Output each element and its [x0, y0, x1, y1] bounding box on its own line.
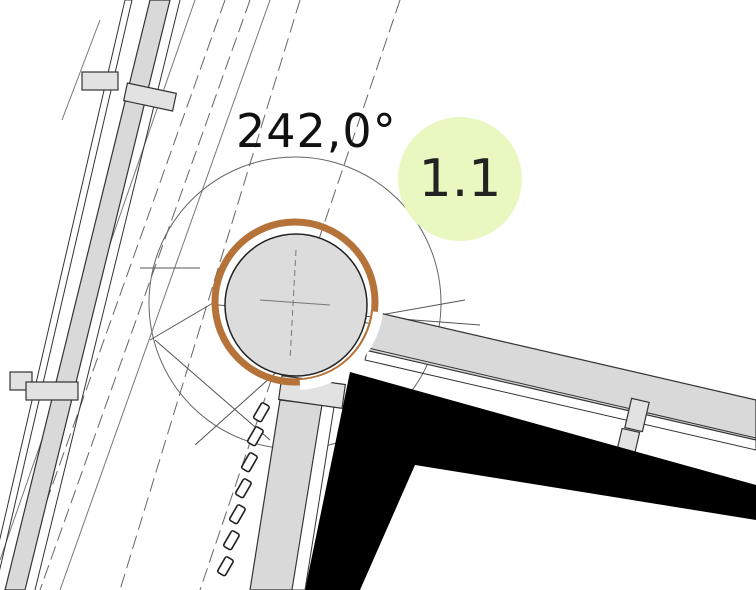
marker-label: 1.1 — [418, 149, 502, 209]
louvre-slots — [216, 402, 270, 577]
solid-fill-region — [305, 372, 756, 590]
round-column[interactable] — [211, 218, 383, 390]
angle-dimension-label[interactable]: 242,0° — [236, 104, 397, 158]
left-wall-joints — [9, 71, 178, 401]
section-marker-icon[interactable]: 1.1 — [398, 117, 522, 241]
